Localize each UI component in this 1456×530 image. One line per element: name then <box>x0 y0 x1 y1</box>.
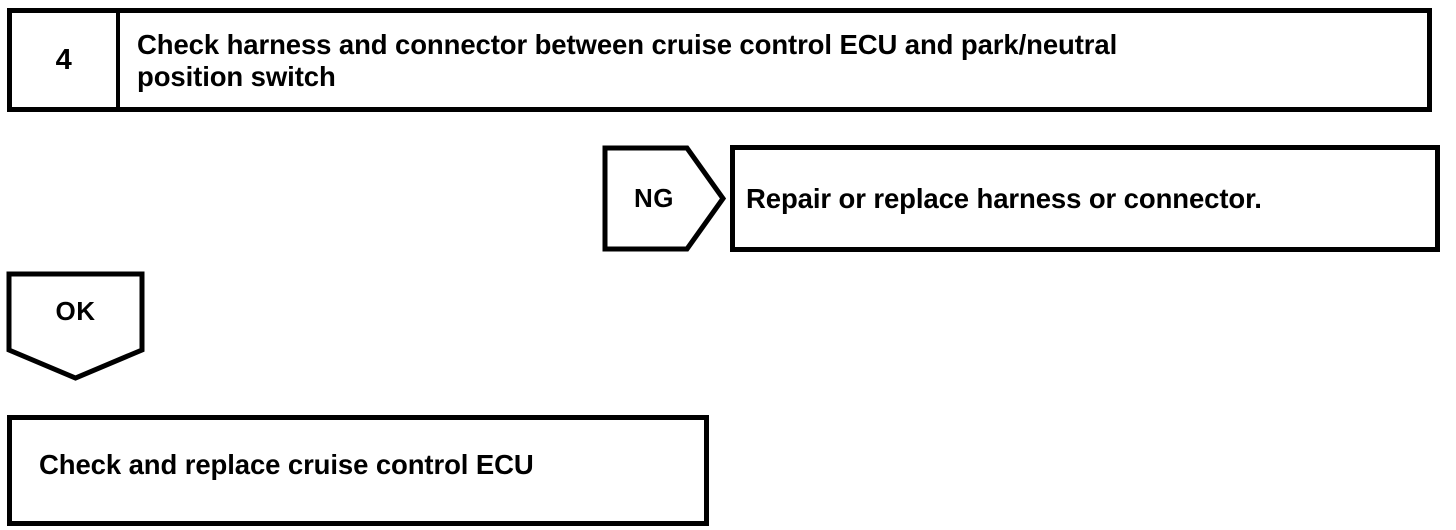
ok-result-text: Check and replace cruise control ECU <box>39 449 534 480</box>
ng-branch-label: NG <box>634 183 674 213</box>
ng-branch-label-wrap: NG <box>602 145 706 252</box>
ok-arrow-shape <box>6 271 145 381</box>
step-instruction-text: Check harness and connector between crui… <box>137 29 1118 93</box>
ng-result-box: Repair or replace harness or connector. <box>730 145 1440 252</box>
step-number-cell: 4 <box>12 13 120 107</box>
step-number: 4 <box>55 43 73 76</box>
ng-result-text: Repair or replace harness or connector. <box>746 182 1262 214</box>
step-box: 4 Check harness and connector between cr… <box>7 8 1432 112</box>
ok-result-box: Check and replace cruise control ECU <box>7 415 709 526</box>
ok-branch-label-wrap: OK <box>6 271 145 351</box>
step-instruction-cell: Check harness and connector between crui… <box>120 13 1427 107</box>
ng-arrow-shape <box>602 145 726 252</box>
ok-branch-label: OK <box>55 295 96 326</box>
